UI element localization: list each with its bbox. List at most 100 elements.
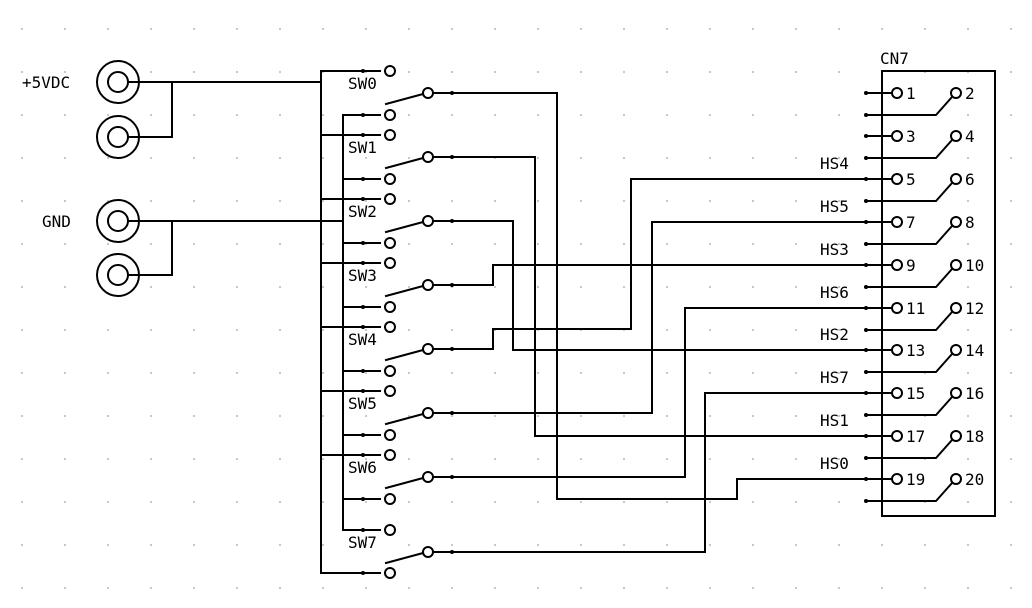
wire-gnd-jacks: [127, 220, 344, 276]
grid-dot: [709, 587, 711, 589]
wire-hs7: [451, 392, 867, 553]
pin-stub: [865, 95, 954, 116]
switch-5: SW5: [320, 385, 454, 441]
grid-dot: [924, 544, 926, 546]
grid-dot: [709, 329, 711, 331]
switch-contact-bottom: [384, 237, 396, 249]
pin-number: 18: [965, 427, 984, 446]
pin-number: 2: [965, 84, 975, 103]
pin-dot: [864, 156, 868, 160]
grid-dot: [150, 200, 152, 202]
grid-dot: [580, 157, 582, 159]
grid-dot: [623, 157, 625, 159]
switch-1: SW1: [320, 129, 454, 185]
grid-dot: [752, 415, 754, 417]
pin-20: [950, 473, 962, 485]
grid-dot: [967, 28, 969, 30]
grid-dot: [21, 114, 23, 116]
grid-dot: [494, 587, 496, 589]
grid-dot: [795, 200, 797, 202]
grid-dot: [408, 200, 410, 202]
grid-dot: [752, 544, 754, 546]
grid-dot: [408, 501, 410, 503]
pin-dot: [864, 370, 868, 374]
switch-lever: [384, 220, 425, 234]
grid-dot: [967, 157, 969, 159]
junction-dot: [361, 369, 365, 373]
grid-dot: [451, 501, 453, 503]
grid-dot: [365, 372, 367, 374]
grid-dot: [107, 114, 109, 116]
grid-dot: [924, 587, 926, 589]
switch-label: SW1: [348, 138, 377, 157]
grid-dot: [21, 372, 23, 374]
grid-dot: [838, 544, 840, 546]
grid-dot: [322, 458, 324, 460]
grid-dot: [537, 458, 539, 460]
grid-dot: [709, 286, 711, 288]
grid-dot: [1010, 587, 1012, 589]
grid-dot: [1010, 157, 1012, 159]
grid-dot: [408, 28, 410, 30]
pin-17: [891, 430, 903, 442]
grid-dot: [193, 372, 195, 374]
junction-dot: [361, 177, 365, 181]
switch-lever: [384, 92, 425, 106]
grid-dot: [451, 329, 453, 331]
junction-dot: [361, 69, 365, 73]
pin-12: [950, 302, 962, 314]
grid-dot: [838, 28, 840, 30]
wire-hs3: [451, 264, 867, 286]
pin-dot: [864, 220, 868, 224]
grid-dot: [107, 28, 109, 30]
grid-dot: [236, 71, 238, 73]
wire-5v-jacks: [127, 81, 322, 138]
grid-dot: [408, 415, 410, 417]
grid-dot: [408, 458, 410, 460]
grid-dot: [623, 501, 625, 503]
grid-dot: [1010, 372, 1012, 374]
switch-contact-top: [384, 65, 396, 77]
grid-dot: [537, 243, 539, 245]
grid-dot: [21, 286, 23, 288]
switch-common: [422, 87, 434, 99]
switch-contact-bottom: [384, 567, 396, 579]
grid-dot: [451, 71, 453, 73]
grid-dot: [580, 28, 582, 30]
switch-0: SW0: [320, 65, 454, 121]
grid-dot: [666, 501, 668, 503]
signal-label: HS7: [820, 368, 849, 387]
wire-hs2: [451, 220, 867, 351]
grid-dot: [1010, 415, 1012, 417]
grid-dot: [193, 329, 195, 331]
grid-dot: [580, 71, 582, 73]
pin-dot: [864, 391, 868, 395]
grid-dot: [279, 415, 281, 417]
grid-dot: [21, 458, 23, 460]
grid-dot: [967, 114, 969, 116]
switch-label: SW0: [348, 74, 377, 93]
grid-dot: [64, 114, 66, 116]
grid-dot: [451, 200, 453, 202]
grid-dot: [193, 544, 195, 546]
switch-contact-top: [384, 524, 396, 536]
grid-dot: [709, 28, 711, 30]
grid-dot: [236, 415, 238, 417]
grid-dot: [193, 28, 195, 30]
grid-dot: [451, 587, 453, 589]
grid-dot: [150, 286, 152, 288]
grid-dot: [1010, 200, 1012, 202]
grid-dot: [494, 28, 496, 30]
grid-dot: [666, 415, 668, 417]
pin-7: [891, 216, 903, 228]
grid-dot: [1010, 28, 1012, 30]
grid-dot: [365, 501, 367, 503]
grid-dot: [193, 286, 195, 288]
grid-dot: [494, 71, 496, 73]
grid-dot: [193, 501, 195, 503]
pin-number: 11: [906, 299, 925, 318]
